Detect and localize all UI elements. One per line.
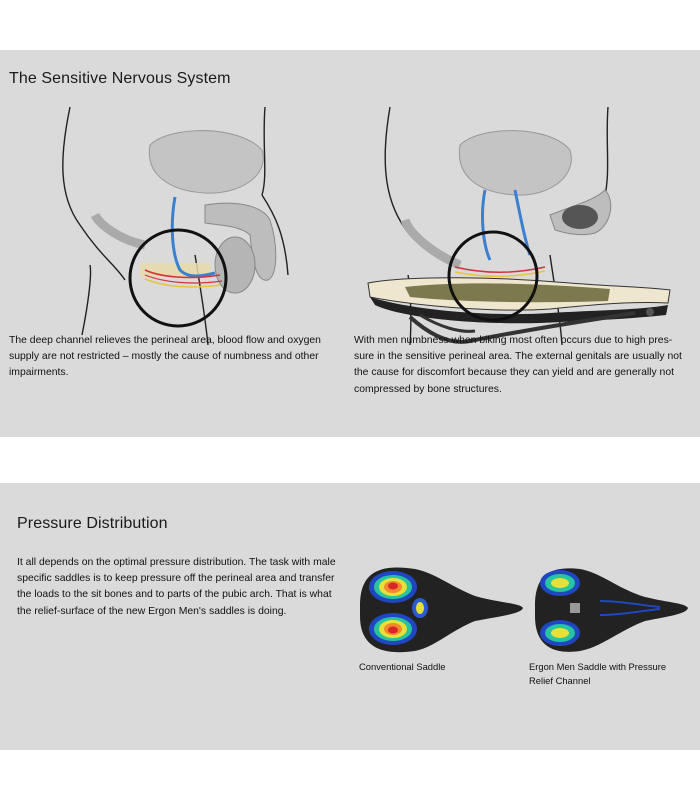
pressure-distribution-title: Pressure Distribution: [17, 515, 168, 532]
ergon-saddle-caption-line1: Ergon Men Saddle with Pressure: [529, 661, 667, 672]
deep-channel-description: The deep channel relieves the perineal a…: [9, 335, 321, 379]
nervous-system-title: The Sensitive Nervous System: [9, 70, 231, 87]
conventional-saddle-caption: Conventional Saddle: [359, 661, 446, 672]
pressure-distribution-section: Pressure Distribution It all depends on …: [0, 483, 700, 750]
pressure-distribution-description: It all depends on the optimal pressure d…: [17, 557, 336, 617]
ergon-saddle-pressure-map: [535, 568, 688, 652]
anatomy-deep-channel-illustration: [62, 106, 289, 346]
conventional-saddle-pressure-map: [360, 567, 523, 653]
numbness-description: With men numbness when biking most often…: [354, 335, 682, 395]
anatomy-saddle-pressure-illustration: [367, 106, 671, 346]
nervous-system-section: The Sensitive Nervous System: [0, 50, 700, 437]
ergon-saddle-caption-line2: Relief Channel: [529, 675, 591, 686]
